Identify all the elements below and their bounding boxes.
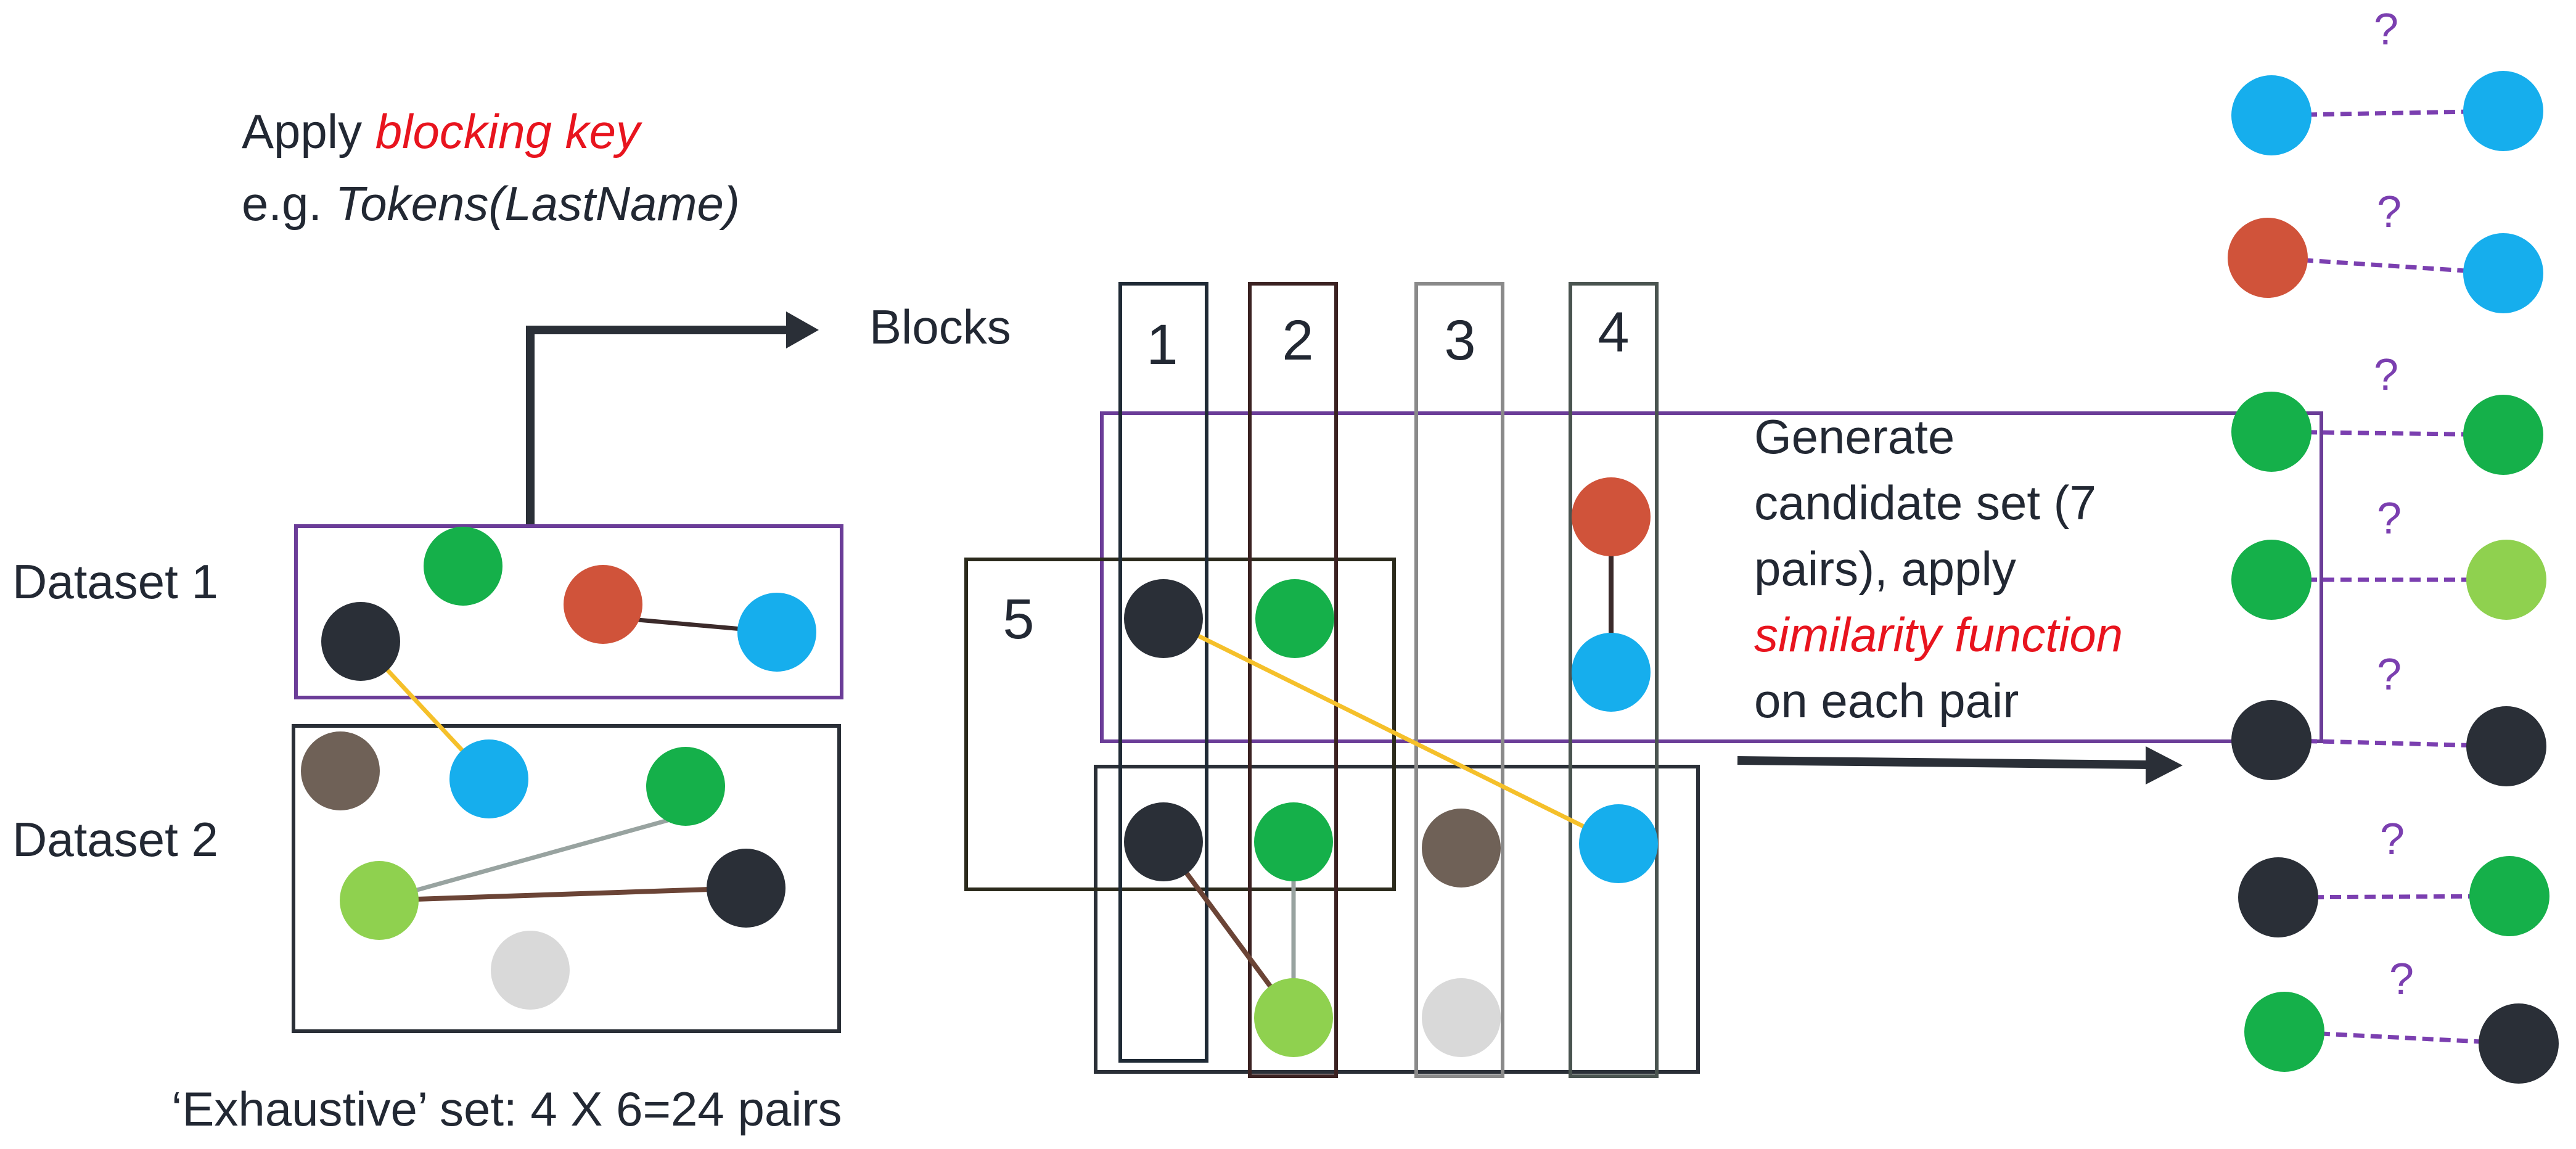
apply-blocking-key-text: Apply blocking key: [242, 104, 642, 159]
dataset2-label: Dataset 2: [12, 812, 218, 867]
dataset1-record-black: [321, 602, 400, 681]
example-blocking-key-text: e.g. Tokens(LastName): [242, 176, 740, 231]
block-record-orange-d1: [1572, 477, 1651, 556]
block-3-label: 3: [1444, 309, 1475, 372]
generate-text-line5: on each pair: [1754, 673, 2019, 728]
dataset1-label: Dataset 1: [12, 554, 218, 609]
block-2-column: [1248, 282, 1338, 1078]
block-record-brown-d2: [1422, 809, 1501, 887]
pair-question-marker: ?: [2377, 494, 2402, 543]
dataset2-record-lightgray: [491, 931, 570, 1010]
dataset1-box: [294, 524, 843, 699]
dataset2-record-green: [646, 747, 725, 826]
link-lightgreen-black: [379, 886, 747, 903]
block-record-blue-d2: [1579, 804, 1658, 883]
pair-question-marker: ?: [2377, 187, 2402, 237]
dataset1-record-orange: [564, 565, 642, 644]
block-record-black-d2: [1124, 802, 1203, 881]
candidate-pair-2: ?: [2228, 187, 2543, 313]
blocks-dataset2-region: [1094, 765, 1700, 1074]
block-1-column: [1118, 282, 1208, 1063]
pair-question-marker: ?: [2377, 650, 2402, 699]
dataset1-record-green: [424, 527, 502, 606]
dataset2-box: [292, 724, 841, 1033]
candidate-arrow-head: [2146, 746, 2183, 785]
blocks-label: Blocks: [869, 300, 1011, 354]
dataset2-record-blue: [449, 739, 528, 818]
generate-text-line3: pairs), apply: [1754, 542, 2016, 596]
block-1-label: 1: [1146, 313, 1178, 376]
block-record-black-d1: [1124, 579, 1203, 658]
blocks-arrow-head: [786, 311, 819, 348]
block-record-lightgray-d2: [1422, 978, 1501, 1057]
pair-question-marker: ?: [2389, 955, 2414, 1004]
dataset2-record-lightgreen: [340, 861, 419, 940]
block-2-label: 2: [1282, 309, 1313, 372]
candidate-arrow-line: [1737, 756, 2149, 769]
similarity-function-text: similarity function: [1754, 607, 2123, 662]
block-record-lightgreen-d2: [1254, 978, 1333, 1057]
candidate-pair-7: ?: [2244, 955, 2559, 1084]
block-4-label: 4: [1598, 301, 1629, 364]
candidate-pair-6: ?: [2238, 815, 2549, 937]
block-record-blue-d1: [1572, 633, 1651, 712]
link-lightgreen-green: [379, 813, 686, 903]
dataset2-record-black: [707, 849, 786, 928]
block-link-black-blue: [1162, 616, 1620, 846]
block-3-column: [1414, 282, 1504, 1078]
block-5-label: 5: [1003, 588, 1034, 651]
block-record-green-d1: [1255, 579, 1334, 658]
pair-question-marker: ?: [2374, 350, 2398, 400]
dataset1-record-blue: [737, 593, 816, 672]
block-5-box: [964, 558, 1396, 891]
candidate-pair-3: ?: [2231, 350, 2543, 475]
blocks-dataset1-region: [1100, 411, 2323, 743]
candidate-pair-4: ?: [2231, 494, 2546, 620]
pair-question-marker: ?: [2374, 5, 2398, 54]
candidate-pair-5: ?: [2231, 650, 2546, 786]
pair-question-marker: ?: [2380, 815, 2405, 864]
generate-text-line2: candidate set (7: [1754, 476, 2096, 530]
block-4-column: [1569, 282, 1659, 1078]
candidate-pair-1: ?: [2231, 5, 2543, 155]
dataset2-record-brown: [301, 731, 380, 810]
block-record-green-d2: [1254, 802, 1333, 881]
exhaustive-set-label: ‘Exhaustive’ set: 4 X 6=24 pairs: [171, 1082, 842, 1136]
generate-text-line1: Generate: [1754, 410, 1955, 464]
blocks-arrow-line: [526, 326, 802, 524]
